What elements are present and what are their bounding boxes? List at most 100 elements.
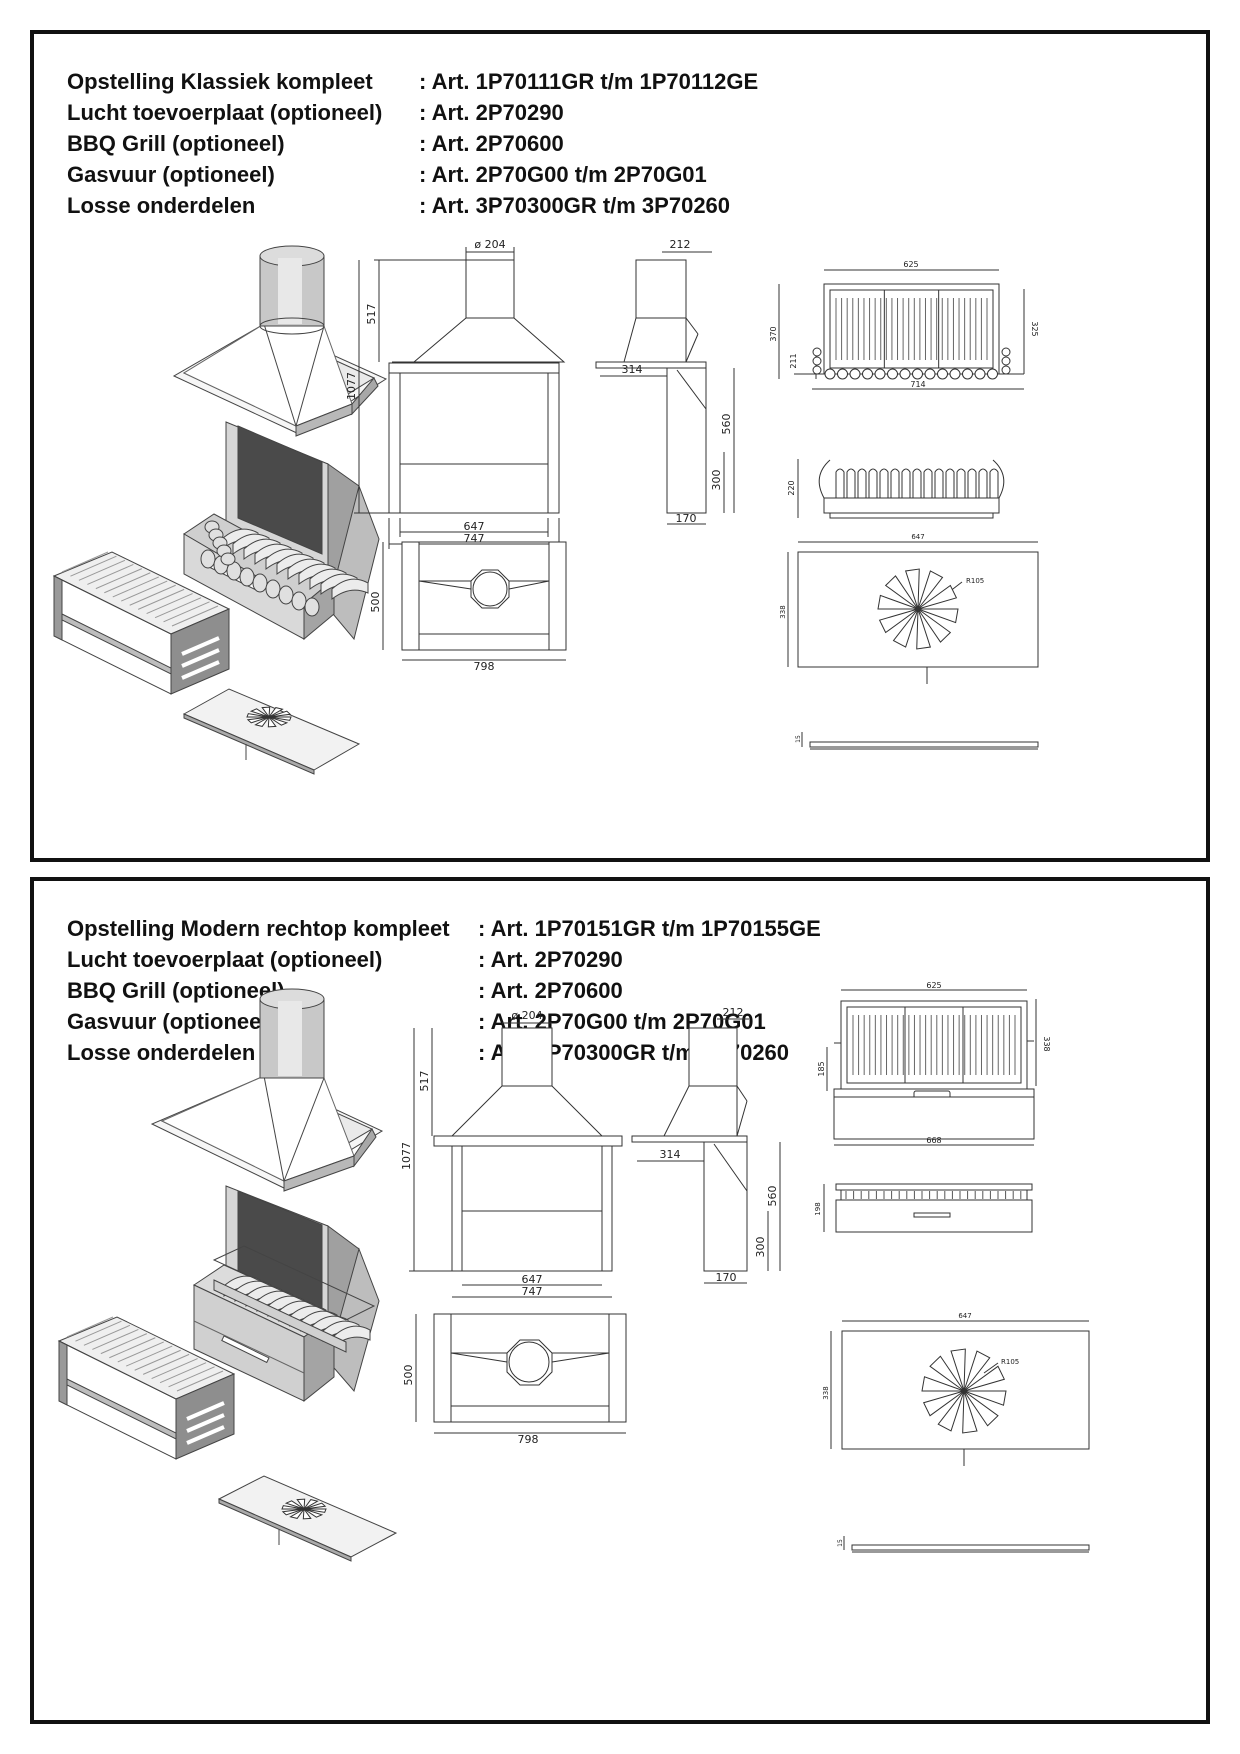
spec-value: : Art. 2P70G00 t/m 2P70G01 — [419, 162, 707, 187]
spec-label: Gasvuur (optioneel) — [67, 1009, 275, 1034]
dim-grate-height: 220 — [787, 480, 796, 495]
dim-side-lower: 300 — [754, 1237, 767, 1258]
side-view-drawing — [631, 1018, 781, 1284]
dim-grate-depth: 338 — [1042, 1036, 1051, 1051]
dim-grate-overall: 668 — [926, 1136, 941, 1145]
dim-plate-width: 647 — [911, 533, 924, 541]
dim-plan-depth: 500 — [369, 592, 382, 613]
spec-row: Lucht toevoerplaat (optioneel): Art. 2P7… — [67, 97, 758, 128]
dim-flue-height: 517 — [365, 304, 378, 325]
side-view-dims: 212 314 560 300 170 — [622, 238, 734, 525]
grate-top-view-drawing — [826, 989, 1037, 1146]
dim-plate-thickness: 15 — [795, 735, 802, 743]
spec-value: : Art. 2P70600 — [478, 978, 623, 1003]
plan-view-drawing — [382, 541, 567, 661]
dim-grate-height: 198 — [814, 1202, 822, 1215]
spec-label: Gasvuur (optioneel) — [67, 162, 275, 187]
dim-grate-width: 625 — [926, 981, 941, 990]
iso-firebox-drawing — [192, 1185, 380, 1403]
dim-side-base: 170 — [676, 512, 697, 525]
plate-side-view-drawing — [843, 1536, 1090, 1553]
grate-front-bars — [845, 1191, 1022, 1199]
spec-label: Losse onderdelen — [67, 193, 256, 218]
dim-side-depth: 314 — [622, 363, 643, 376]
spec-label: Opstelling Modern rechtop kompleet — [67, 916, 450, 941]
spec-label: BBQ Grill (optioneel) — [67, 978, 285, 1003]
spec-value: : Art. 1P70151GR t/m 1P70155GE — [478, 916, 821, 941]
iso-bbq-drawing — [52, 551, 231, 695]
dim-plate-thickness: 15 — [837, 1539, 844, 1547]
dim-side-height: 560 — [766, 1186, 779, 1207]
dim-plate-depth: 338 — [822, 1386, 830, 1399]
dim-side-top: 212 — [670, 238, 691, 251]
iso-hood-drawing — [150, 988, 384, 1192]
plan-view-drawing — [415, 1313, 627, 1434]
grate-front-view-drawing — [823, 1183, 1033, 1233]
dim-outer-width: 747 — [522, 1285, 543, 1298]
dim-grate-width: 625 — [903, 260, 918, 269]
dim-grate-side: 211 — [789, 353, 798, 368]
spec-label: BBQ Grill (optioneel) — [67, 131, 285, 156]
spec-list: Opstelling Klassiek kompleet : Art. 1P701… — [67, 66, 758, 221]
plate-side-view-drawing — [801, 732, 1039, 750]
dim-grate-side-right: 325 — [1030, 321, 1039, 336]
spec-row: Gasvuur (optioneel): Art. 2P70G00 t/m 2P… — [67, 1006, 821, 1037]
front-view-drawing — [409, 1022, 623, 1298]
plan-view-dims: 500 798 — [402, 1365, 539, 1447]
dim-grate-side: 185 — [817, 1061, 826, 1076]
plate-dims: 647 338 R105 — [779, 533, 984, 619]
iso-air-plate-drawing — [217, 1475, 398, 1562]
spec-row: Lucht toevoerplaat (optioneel) : Art. 2P7… — [67, 944, 821, 975]
spec-row: BBQ Grill (optioneel) : Art. 2P70600 — [67, 975, 821, 1006]
dim-inner-width: 647 — [464, 520, 485, 533]
dim-grate-overall: 714 — [910, 380, 925, 389]
dim-side-lower: 300 — [710, 470, 723, 491]
drawings: ø 204 517 1077 647 747 212 314 560 — [52, 238, 1039, 775]
dim-total-height: 1077 — [400, 1142, 413, 1170]
spec-row: Gasvuur (optioneel) : Art. 2P70G00 t/m 2P… — [67, 159, 758, 190]
spec-row: Opstelling Modern rechtop kompleet : Art.… — [67, 913, 821, 944]
spec-label: Lucht toevoerplaat (optioneel) — [67, 100, 383, 125]
iso-grate-drawing — [212, 1245, 376, 1353]
dim-total-height: 1077 — [345, 372, 358, 400]
air-star-icon — [877, 568, 959, 650]
spec-row: Losse onderdelen : Art. 3P70300GR t/m 3P7… — [67, 190, 758, 221]
front-view-dims: ø 204 517 1077 647 747 — [400, 1009, 543, 1298]
dim-side-top: 212 — [723, 1006, 744, 1019]
air-star-icon — [921, 1348, 1007, 1434]
spec-value: : Art. 3P70300GR t/m 3P70260 — [419, 193, 731, 218]
dim-plan-width: 798 — [518, 1433, 539, 1446]
dim-plate-radius: R105 — [1001, 1358, 1019, 1366]
side-view-dims: 212 314 560 300 170 — [660, 1006, 780, 1284]
grate-loops — [812, 347, 1011, 380]
panel-classic: Opstelling Klassiek kompleet : Art. 1P701… — [30, 30, 1210, 862]
dim-chimney-diameter: ø 204 — [511, 1009, 542, 1022]
dim-side-base: 170 — [716, 1271, 737, 1284]
dim-plate-width: 647 — [958, 1312, 971, 1320]
spec-row: Opstelling Klassiek kompleet : Art. 1P701… — [67, 66, 758, 97]
dim-outer-width: 747 — [464, 532, 485, 545]
dim-plate-depth: 338 — [779, 605, 787, 618]
dim-side-height: 560 — [720, 414, 733, 435]
grate-top-view-drawing — [778, 269, 1025, 390]
spec-value: : Art. 1P70111GR t/m 1P70112GE — [419, 69, 759, 94]
grate-top-view-dims: 625 338 185 668 — [817, 981, 1051, 1145]
grate-top-view-dims: 625 370 211 325 714 — [769, 260, 1039, 389]
spec-label: Opstelling Klassiek kompleet — [67, 69, 373, 94]
front-view-drawing — [354, 247, 566, 549]
spec-value: : Art. 2P70600 — [419, 131, 564, 156]
spec-value: : Art. 2P70290 — [478, 947, 623, 972]
dim-flue-height: 517 — [418, 1071, 431, 1092]
plate-dims: 647 338 R105 — [822, 1312, 1019, 1400]
dim-grate-depth: 370 — [769, 326, 778, 341]
plan-view-dims: 500 798 — [369, 592, 495, 674]
panel-modern: Opstelling Modern rechtop kompleet : Art.… — [30, 877, 1210, 1724]
front-view-dims: ø 204 517 1077 647 747 — [345, 238, 506, 545]
dim-chimney-diameter: ø 204 — [474, 238, 505, 251]
spec-list: Opstelling Modern rechtop kompleet : Art.… — [67, 913, 821, 1068]
dim-plate-radius: R105 — [966, 577, 984, 585]
spec-label: Lucht toevoerplaat (optioneel) — [67, 947, 383, 972]
dim-side-depth: 314 — [660, 1148, 681, 1161]
spec-row: BBQ Grill (optioneel) : Art. 2P70600 — [67, 128, 758, 159]
grate-front-loops — [818, 459, 1005, 499]
